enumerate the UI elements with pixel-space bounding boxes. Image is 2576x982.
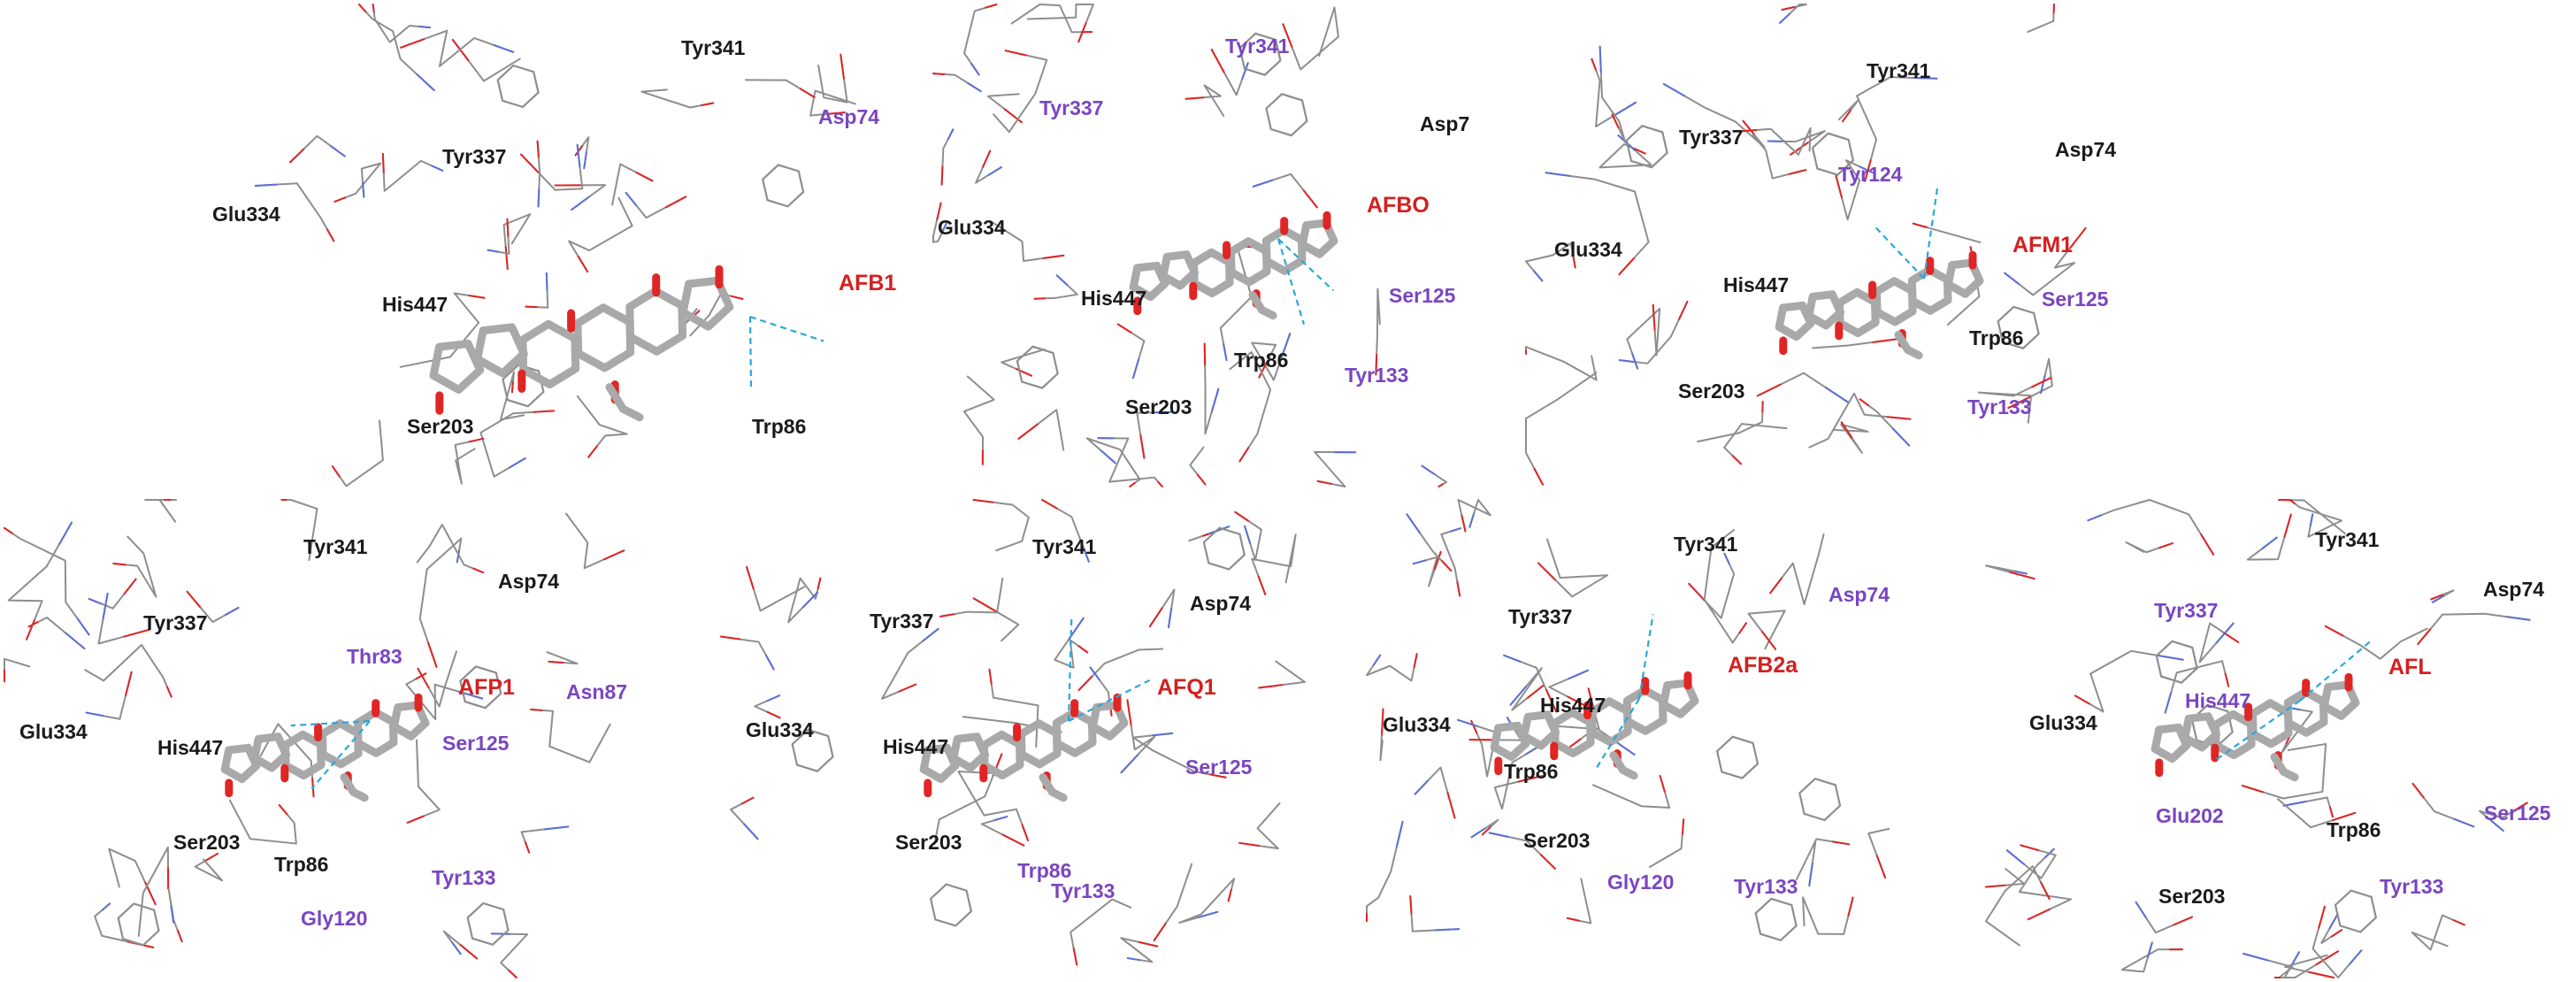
residue-label: Tyr341 [2315, 528, 2380, 551]
residue-label: Trp86 [274, 853, 328, 876]
residue-label: Glu334 [212, 203, 280, 226]
ligand-structure [1490, 671, 1699, 780]
hydrogen-bonds [748, 315, 824, 390]
hydrogen-bonds [290, 719, 371, 790]
ligand-label: AFL [2388, 655, 2432, 679]
residue-label: Tyr341 [1674, 533, 1738, 556]
residue-label: Asp7 [1420, 112, 1469, 135]
residue-label: His447 [382, 293, 448, 316]
residue-label: Ser125 [1185, 756, 1253, 779]
residue-sticks [4, 499, 625, 978]
residue-label: Tyr337 [143, 611, 207, 634]
ligand-label: AFP1 [458, 675, 515, 700]
ligand-structure [1775, 250, 1984, 360]
residue-sticks [1366, 499, 1890, 942]
hydrogen-bonds [1276, 238, 1335, 326]
residue-label: Tyr133 [2380, 875, 2443, 898]
residue-label: Asp74 [2483, 578, 2544, 601]
hydrogen-bonds [1067, 615, 1151, 722]
residue-label: Gly120 [1607, 871, 1674, 894]
residue-label: Tyr337 [1508, 605, 1572, 628]
residue-label: Glu334 [938, 216, 1006, 239]
residue-label: Trp86 [1017, 859, 1071, 882]
hydrogen-bonds [1593, 614, 1654, 772]
residue-label: Tyr341 [681, 36, 746, 59]
residue-label: Asp74 [1828, 583, 1890, 606]
residue-label: Ser125 [2484, 802, 2551, 825]
residue-label: Asn87 [566, 680, 627, 703]
residue-label: Ser203 [895, 831, 962, 854]
residue-label: Tyr133 [1967, 395, 2031, 418]
residue-label: Glu202 [2156, 804, 2224, 827]
hydrogen-bonds [2213, 639, 2373, 763]
residue-label: Trp86 [2327, 818, 2380, 841]
residue-label: Thr83 [347, 645, 402, 668]
residue-label: Trp86 [1504, 760, 1558, 783]
residue-label: Tyr341 [1225, 35, 1290, 58]
residue-label: Ser125 [442, 732, 510, 755]
residue-sticks [1525, 4, 2087, 486]
residue-label: His447 [2185, 689, 2250, 712]
residue-label: Glu334 [2029, 711, 2097, 734]
residue-label: Trp86 [752, 415, 806, 438]
residue-label: Ser203 [173, 831, 240, 854]
ligand-structure [1129, 211, 1338, 320]
residue-label: Tyr341 [1032, 535, 1097, 558]
residue-label: Glu334 [746, 718, 814, 741]
residue-label: Tyr337 [1679, 126, 1743, 149]
residue-label: Tyr341 [303, 535, 368, 558]
residue-label: Trp86 [1234, 349, 1288, 372]
ligand-label: AFM1 [2012, 233, 2073, 257]
hydrogen-bonds [1874, 188, 1939, 280]
residue-label: Glu334 [1554, 238, 1622, 261]
residue-label: Glu334 [1383, 713, 1451, 736]
residue-label: Tyr337 [442, 145, 506, 168]
ligand-structure [220, 693, 430, 802]
residue-label: Tyr133 [1345, 364, 1408, 387]
residue-label: Tyr341 [1867, 59, 1931, 82]
ligand-label: AFB2a [1728, 653, 1798, 678]
residue-label: His447 [1540, 694, 1606, 717]
ligand-structure [429, 265, 734, 422]
residue-sticks [932, 4, 1447, 487]
residue-label: Asp74 [818, 105, 879, 128]
ligand-label: AFQ1 [1157, 675, 1216, 700]
residue-label: Ser203 [1523, 829, 1590, 852]
residue-label: Ser125 [1389, 284, 1456, 307]
residue-label: His447 [883, 735, 948, 758]
residue-label: Ser125 [2042, 288, 2109, 311]
residue-label: Tyr337 [2154, 599, 2218, 622]
residue-label: Ser203 [1125, 395, 1192, 418]
residue-label: Tyr337 [870, 610, 933, 633]
residue-label: Asp74 [498, 570, 559, 593]
residue-sticks [1985, 499, 2531, 978]
residue-label: Ser203 [1678, 380, 1744, 403]
residue-label: Asp74 [2055, 138, 2116, 161]
residue-label: Ser203 [407, 415, 473, 438]
residue-sticks [254, 4, 856, 487]
residue-label: Tyr133 [432, 866, 495, 889]
residue-label: Tyr133 [1734, 875, 1798, 898]
residue-label: Ser203 [2158, 885, 2225, 908]
residue-label: Tyr337 [1039, 96, 1103, 119]
ligand-label: AFB1 [839, 271, 896, 295]
residue-label: Tyr124 [1838, 163, 1903, 186]
residue-label: Trp86 [1969, 326, 2023, 349]
ligand-structure [2150, 672, 2360, 782]
residue-label: Gly120 [301, 907, 367, 930]
residue-label: Tyr133 [1051, 879, 1115, 902]
residue-label: Glu334 [19, 720, 88, 743]
ligand-structure [919, 693, 1129, 802]
ligand-label: AFBO [1367, 193, 1430, 218]
residue-label: Asp74 [1190, 592, 1251, 615]
residue-label: His447 [1723, 273, 1789, 296]
residue-label: His447 [1081, 287, 1146, 310]
residue-label: His447 [157, 736, 223, 759]
